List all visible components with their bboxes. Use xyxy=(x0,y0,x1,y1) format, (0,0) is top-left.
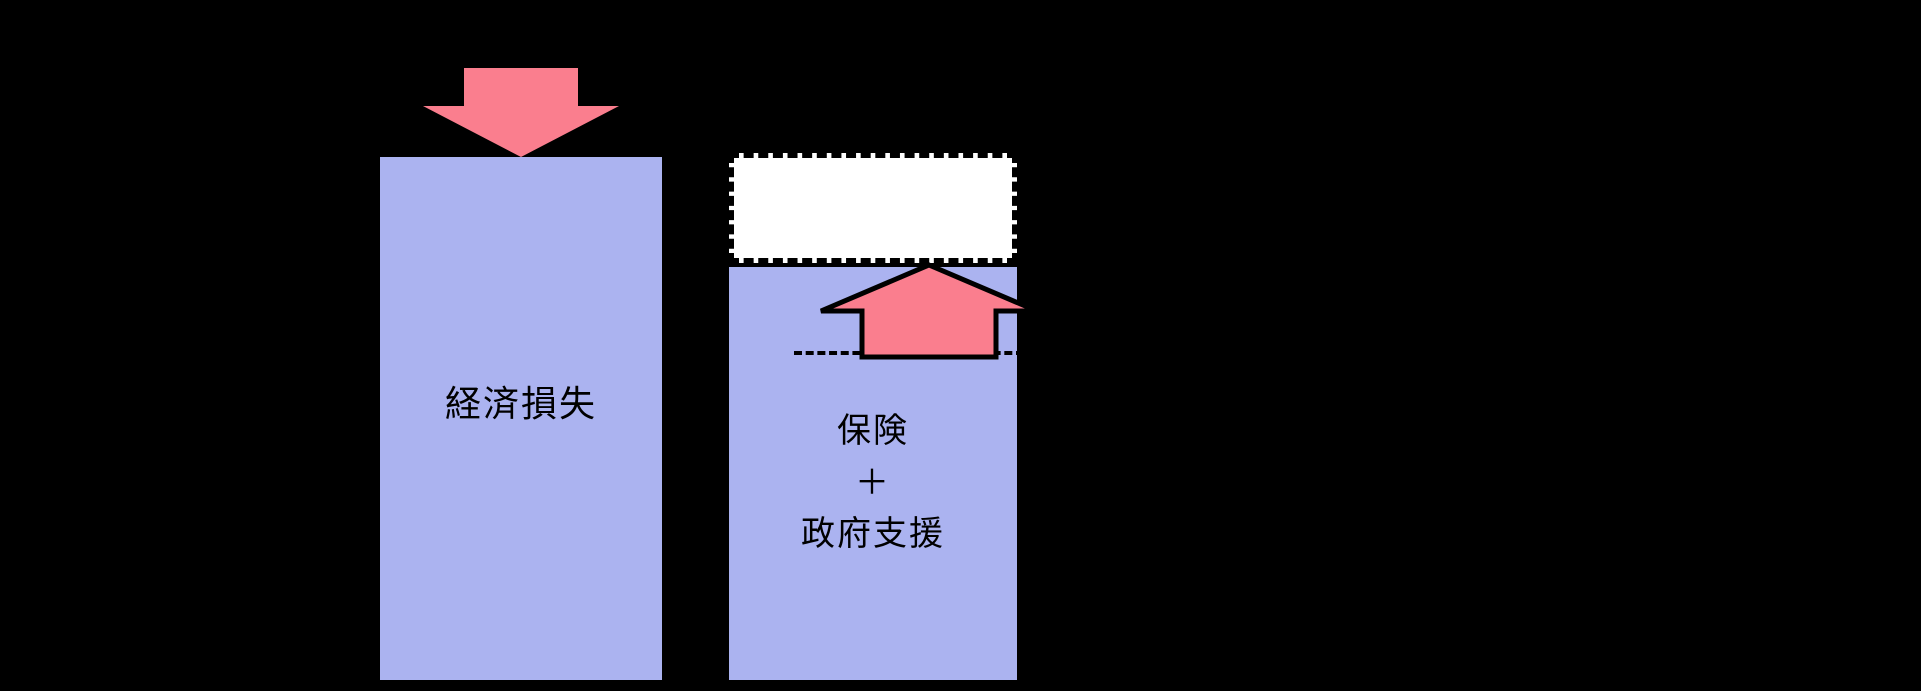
up-arrow-shape xyxy=(820,262,1038,360)
uncovered-gap-box xyxy=(729,153,1017,263)
down-arrow-icon xyxy=(423,68,619,157)
economic-loss-label: 経済損失 xyxy=(444,383,597,425)
government-support-label: 政府支援 xyxy=(801,514,945,555)
plus-label: ＋ xyxy=(855,462,891,503)
down-arrow-shape xyxy=(423,68,619,157)
insurance-label: 保険 xyxy=(837,411,909,452)
economic-loss-bar: 経済損失 xyxy=(380,157,662,680)
up-arrow-icon xyxy=(820,262,1038,360)
